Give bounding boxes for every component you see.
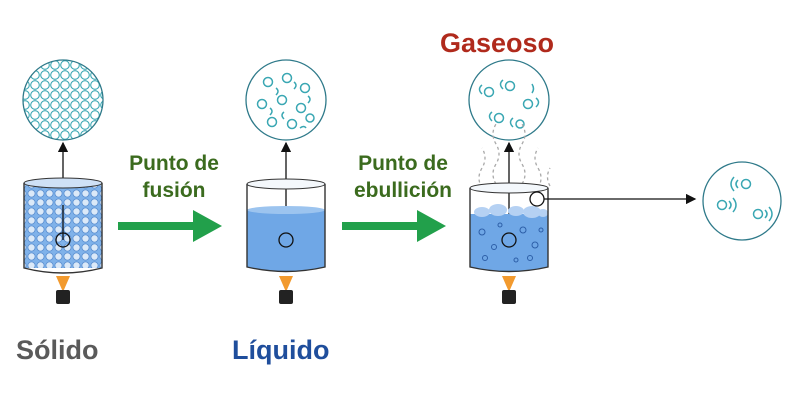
- melting-point-label-line2: fusión: [142, 179, 206, 202]
- solid-beaker-stage: [22, 59, 104, 304]
- solid-state-label: Sólido: [16, 335, 99, 365]
- vapor-wisps: [478, 123, 551, 189]
- water-beaker: [246, 178, 326, 273]
- liquid-beaker-stage: [245, 59, 327, 304]
- boiling-point-label: Punto de ebullición: [328, 150, 478, 204]
- burner-3: [502, 276, 516, 304]
- magnifier-liquid: [245, 59, 327, 141]
- magnifier-solid: [22, 59, 104, 141]
- gas-beaker-stage: [468, 59, 697, 304]
- boiling-arrow: [342, 210, 446, 242]
- melting-point-label-line1: Punto de: [129, 152, 219, 175]
- melting-arrow: [118, 210, 222, 242]
- magnifier-gas: [468, 59, 550, 141]
- magnifier-escaping-gas: [702, 161, 782, 241]
- melting-point-label: Punto de fusión: [104, 150, 244, 204]
- liquid-state-label: Líquido: [232, 335, 330, 365]
- burner-2: [279, 276, 293, 304]
- boiling-beaker: [469, 182, 549, 273]
- boiling-point-label-line2: ebullición: [353, 179, 452, 202]
- gas-state-label: Gaseoso: [440, 28, 555, 58]
- boiling-point-label-line1: Punto de: [358, 152, 448, 175]
- burner-1: [56, 276, 70, 304]
